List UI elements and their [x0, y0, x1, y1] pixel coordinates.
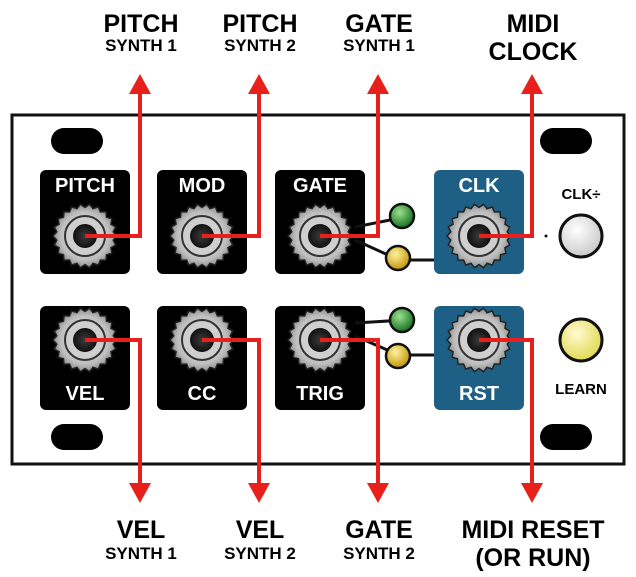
arrow-icon — [202, 74, 270, 238]
top-label-title: MIDI — [506, 10, 560, 38]
led-icon — [384, 244, 412, 272]
pitch-jack-label: PITCH — [55, 175, 115, 197]
bottom-label-sub: SYNTH 2 — [224, 544, 296, 563]
bottom-label-title: MIDI RESET — [461, 516, 605, 544]
bottom-label-sub: SYNTH 2 — [343, 544, 415, 563]
top-label-title: PITCH — [103, 10, 179, 38]
arrow-icon — [320, 338, 389, 503]
bottom-label-sub: (OR RUN) — [475, 544, 591, 572]
top-label-sub: SYNTH 1 — [343, 36, 415, 55]
led-icon — [388, 202, 416, 230]
arrow-icon — [85, 74, 151, 238]
mounting-slot-icon — [540, 424, 592, 450]
bottom-label-title: VEL — [235, 516, 285, 544]
top-label-title: GATE — [345, 10, 413, 38]
top-label-sub: SYNTH 1 — [105, 36, 177, 55]
led-icon — [384, 342, 412, 370]
bottom-label-title: GATE — [345, 516, 413, 544]
clk-jack-label: CLK — [458, 175, 500, 197]
trig-jack-label: TRIG — [296, 383, 344, 405]
top-label-sub: CLOCK — [488, 38, 578, 66]
mounting-slot-icon — [540, 128, 592, 154]
arrow-icon — [202, 338, 270, 503]
clk-div-button[interactable] — [558, 213, 604, 259]
arrow-icon — [479, 74, 543, 238]
learn-button[interactable] — [558, 317, 604, 363]
arrow-icon — [85, 338, 151, 503]
bottom-label-title: VEL — [116, 516, 166, 544]
learn-label: LEARN — [555, 381, 607, 398]
top-label-sub: SYNTH 2 — [224, 36, 296, 55]
jack-socket-icon[interactable] — [286, 307, 354, 373]
led-icon — [388, 306, 416, 334]
vel-jack-label: VEL — [65, 383, 105, 405]
mod-jack-label: MOD — [178, 175, 226, 197]
bottom-label-sub: SYNTH 1 — [105, 544, 177, 563]
arrow-icon — [320, 74, 389, 238]
cc-jack-label: CC — [187, 383, 217, 405]
arrow-icon — [479, 338, 543, 503]
mounting-slot-icon — [51, 128, 103, 154]
gate-jack-label: GATE — [292, 175, 348, 197]
rst-jack-label: RST — [459, 383, 499, 405]
jack-socket-icon[interactable] — [51, 307, 119, 373]
top-label-title: PITCH — [222, 10, 298, 38]
mounting-slot-icon — [51, 424, 103, 450]
clk-div-label: CLK÷ — [561, 186, 601, 203]
